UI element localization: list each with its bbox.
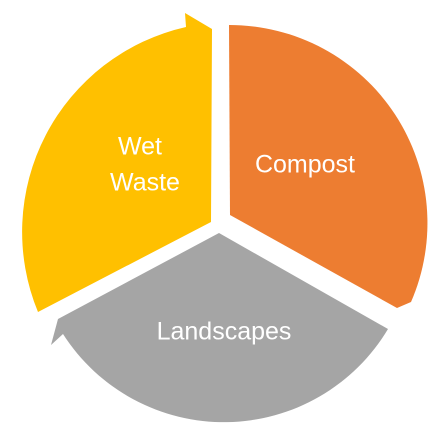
segment-compost — [229, 24, 428, 308]
segment-wet-waste — [22, 13, 213, 312]
label-wet-waste-line1: Wet — [118, 133, 162, 161]
label-landscapes: Landscapes — [157, 318, 292, 346]
segment-landscapes — [51, 233, 388, 423]
label-compost: Compost — [255, 151, 355, 179]
label-wet-waste-line2: Waste — [110, 169, 180, 197]
